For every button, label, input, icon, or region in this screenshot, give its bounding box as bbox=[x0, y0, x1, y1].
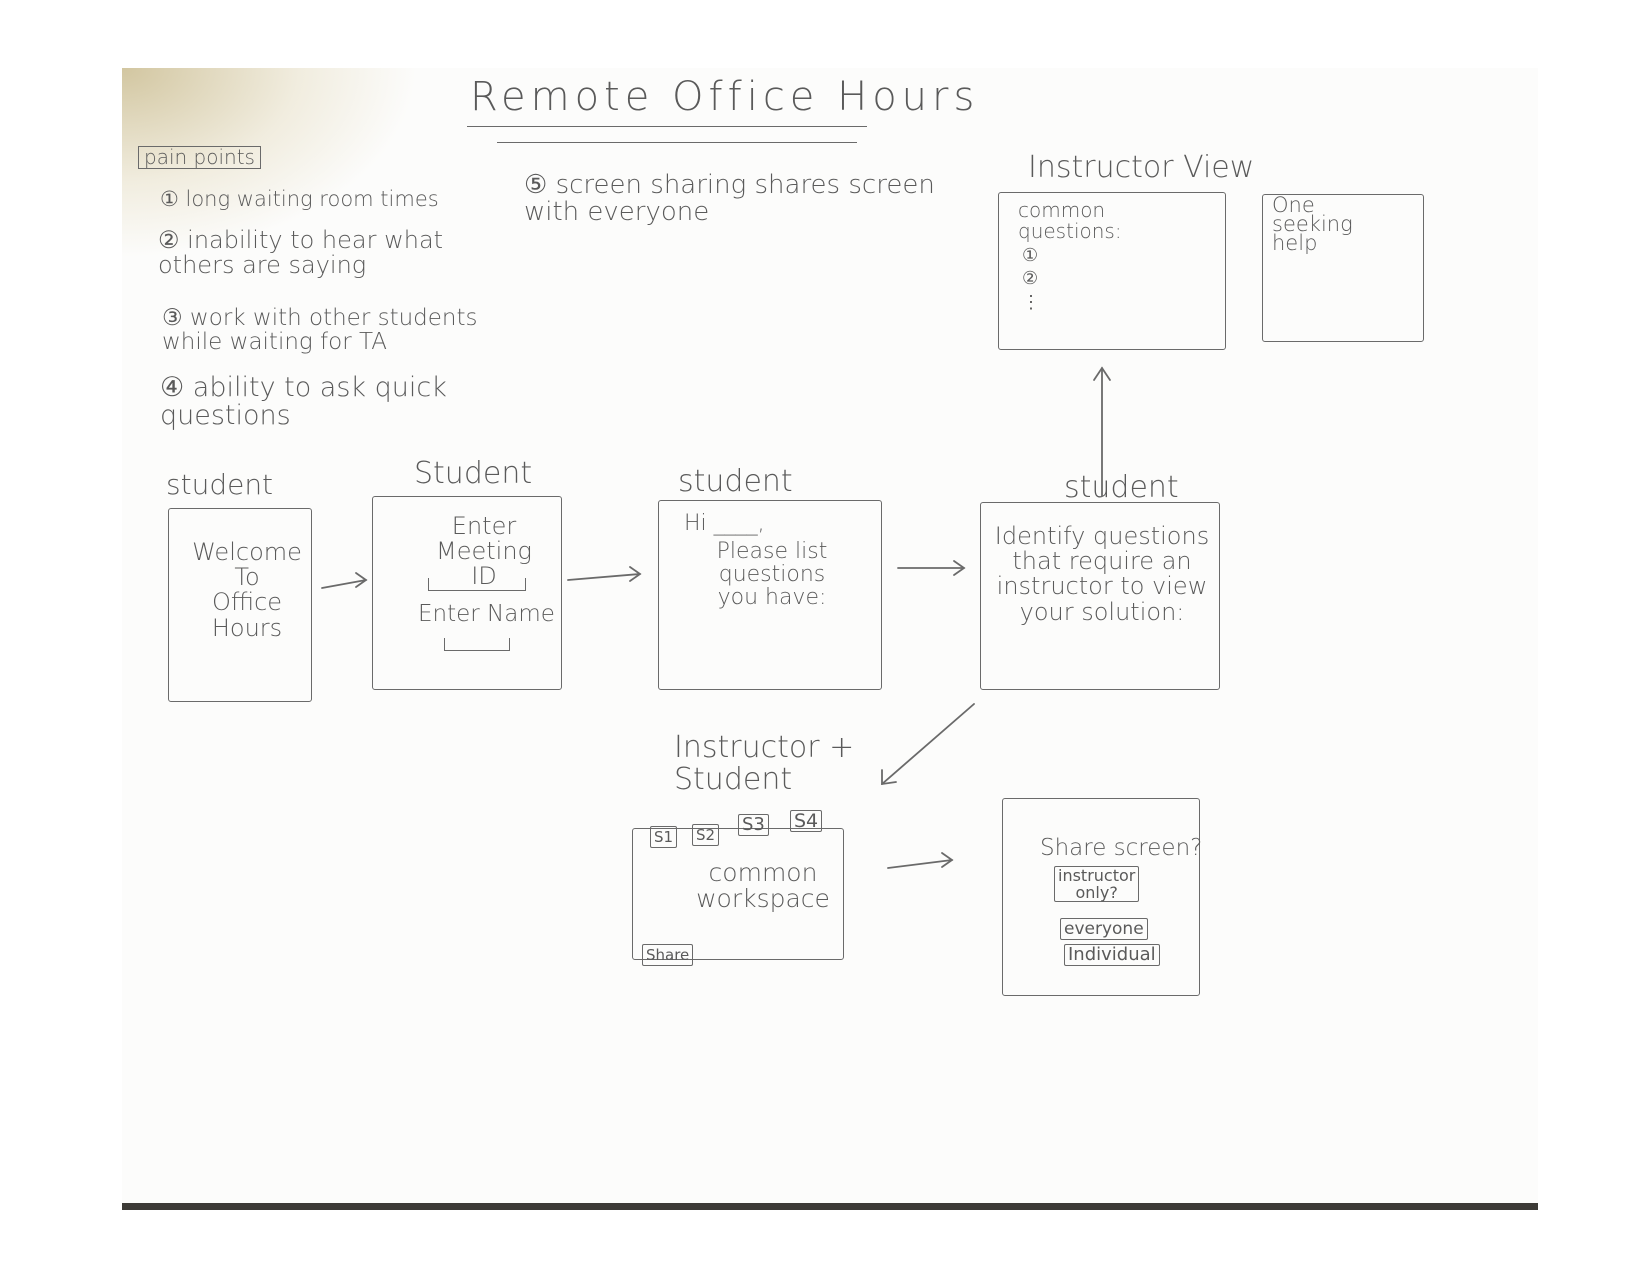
share-option-everyone[interactable]: everyone bbox=[1060, 918, 1148, 940]
welcome-screen bbox=[168, 508, 312, 702]
pain-point-1: ① long waiting room times bbox=[160, 187, 439, 211]
name-field[interactable] bbox=[444, 638, 510, 651]
arrow-welcome-to-join bbox=[321, 579, 367, 589]
identify-role-label: student bbox=[1064, 470, 1179, 505]
title-underline bbox=[467, 126, 867, 127]
arrow-join-to-questions bbox=[567, 573, 641, 581]
page-title: Remote Office Hours bbox=[470, 74, 980, 120]
workspace-role-label: Instructor + Student bbox=[674, 730, 855, 797]
arrow-workspace-to-share bbox=[887, 859, 953, 869]
share-button[interactable]: Share bbox=[642, 944, 694, 966]
questions-prompt: Please list questions you have: bbox=[716, 539, 828, 611]
identify-text: Identify questions that require an instr… bbox=[994, 522, 1210, 626]
share-option-instructor-only[interactable]: instructor only? bbox=[1054, 866, 1140, 902]
title-underline-2 bbox=[497, 142, 857, 143]
join-screen bbox=[372, 496, 562, 690]
flow-arrows bbox=[321, 366, 1111, 869]
welcome-role-label: student bbox=[166, 468, 274, 501]
share-screen-question: Share screen? bbox=[1040, 835, 1203, 861]
workspace-tab-s2[interactable]: S2 bbox=[692, 824, 720, 846]
join-role-label: Student bbox=[414, 456, 533, 491]
page-bottom-edge bbox=[122, 1203, 1538, 1210]
share-option-individual[interactable]: Individual bbox=[1064, 944, 1160, 966]
workspace-tab-s3[interactable]: S3 bbox=[738, 814, 769, 836]
welcome-text: Welcome To Office Hours bbox=[192, 538, 302, 642]
instructor-view-screen bbox=[998, 192, 1226, 350]
sketch-page: Remote Office Hours pain points ① long w… bbox=[122, 68, 1538, 1210]
questions-screen bbox=[658, 500, 882, 690]
pain-point-4: ④ ability to ask quick questions bbox=[160, 372, 447, 432]
instructor-view-label: Instructor View bbox=[1028, 150, 1255, 185]
workspace-tab-s4[interactable]: S4 bbox=[790, 810, 823, 832]
seeking-help-panel bbox=[1262, 194, 1424, 342]
pain-point-2: ② inability to hear what others are sayi… bbox=[158, 226, 444, 280]
workspace-tab-s1[interactable]: S1 bbox=[650, 826, 678, 848]
pain-point-5: ⑤ screen sharing shares screen with ever… bbox=[524, 170, 935, 228]
name-label: Enter Name bbox=[418, 601, 555, 627]
workspace-body: common workspace bbox=[696, 858, 830, 914]
share-screen-dialog bbox=[1002, 798, 1200, 996]
pain-points-label: pain points bbox=[138, 146, 261, 169]
questions-role-label: student bbox=[678, 464, 793, 499]
meeting-id-field[interactable] bbox=[428, 578, 526, 591]
seeking-help-label: One seeking help bbox=[1272, 193, 1353, 255]
meeting-id-label: Enter Meeting ID bbox=[436, 512, 532, 591]
pain-point-3: ③ work with other students while waiting… bbox=[162, 305, 478, 356]
questions-greeting: Hi ____, bbox=[684, 511, 765, 536]
common-questions-list: ① ② ⋮ bbox=[1022, 245, 1040, 313]
identify-screen bbox=[980, 502, 1220, 690]
arrow-identify-to-workspace bbox=[881, 703, 975, 785]
common-questions-label: common questions: bbox=[1018, 198, 1122, 243]
